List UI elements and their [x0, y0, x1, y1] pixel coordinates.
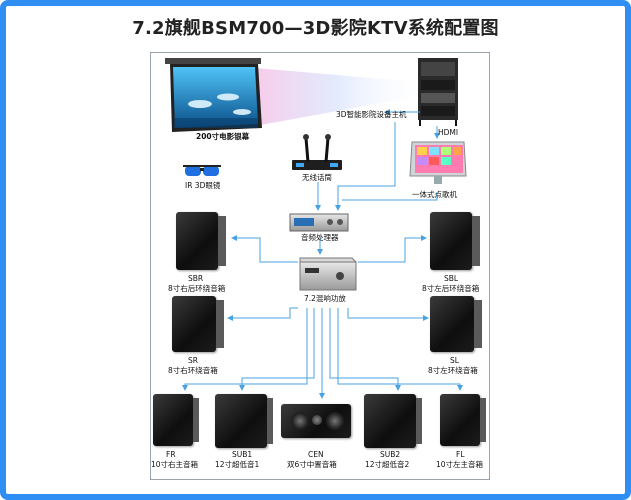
- speaker-fl-side: [480, 398, 486, 442]
- speaker-fr-desc: 10寸右主音箱: [151, 460, 199, 469]
- speaker-sub1-side: [267, 398, 273, 444]
- speaker-sub1-code: SUB1: [232, 450, 253, 459]
- cen-tweeter: [312, 415, 322, 425]
- speaker-sbr-side: [218, 216, 226, 266]
- speaker-sr-code: SR: [188, 356, 198, 365]
- karaoke-screen: [409, 141, 467, 184]
- cen-woofer-right: [326, 412, 344, 430]
- speaker-cen-desc: 双6寸中置音箱: [287, 460, 337, 469]
- glasses-label: IR 3D眼镜: [185, 181, 221, 190]
- speaker-sl-side: [474, 300, 482, 348]
- speaker-fl-drawing: [440, 394, 480, 446]
- host-label: 3D智能影院设备主机: [336, 110, 407, 119]
- amplifier: [299, 257, 357, 291]
- speaker-fr-side: [193, 398, 199, 442]
- speaker-sl-drawing: [430, 296, 474, 352]
- mic-label: 无线话筒: [302, 173, 332, 182]
- amp-label: 7.2混响功放: [304, 294, 346, 303]
- speaker-sbr-drawing: [176, 212, 218, 270]
- audio-processor: [289, 213, 349, 232]
- speaker-fl-desc: 10寸左主音箱: [436, 460, 484, 469]
- speaker-sr-side: [216, 300, 224, 348]
- speaker-fl-code: FL: [456, 450, 465, 459]
- speaker-sub2-side: [416, 398, 422, 444]
- speaker-sub1-drawing: [215, 394, 267, 448]
- karaoke-label: 一体式点歌机: [412, 190, 457, 199]
- speaker-sl-code: SL: [450, 356, 459, 365]
- speaker-sbl-side: [472, 216, 480, 266]
- speaker-sl-desc: 8寸左环绕音箱: [428, 366, 478, 375]
- glasses-drawing: [183, 165, 221, 176]
- connectors: [182, 109, 463, 399]
- speaker-fr-code: FR: [166, 450, 176, 459]
- speaker-sr-drawing: [172, 296, 216, 352]
- projection-screen: [165, 58, 262, 132]
- speaker-sbl-desc: 8寸左后环绕音箱: [422, 284, 480, 293]
- speaker-sub2-code: SUB2: [380, 450, 401, 459]
- speaker-sub2-desc: 12寸超低音2: [365, 460, 410, 469]
- screen-label: 200寸电影银幕: [196, 132, 250, 141]
- speaker-sbr-code: SBR: [188, 274, 204, 283]
- speaker-sbr-desc: 8寸右后环绕音箱: [168, 284, 226, 293]
- projector-beam: [255, 68, 420, 126]
- speaker-fr-drawing: [153, 394, 193, 446]
- cen-woofer-left: [291, 412, 309, 430]
- speaker-sub1-desc: 12寸超低音1: [215, 460, 260, 469]
- speaker-sbl-code: SBL: [444, 274, 459, 283]
- page-title: 7.2旗舰BSM700—3D影院KTV系统配置图: [132, 18, 499, 39]
- speaker-cen-code: CEN: [308, 450, 324, 459]
- speaker-sr-desc: 8寸右环绕音箱: [168, 366, 218, 375]
- speaker-sbl-drawing: [430, 212, 472, 270]
- equipment-rack: [418, 58, 458, 126]
- processor-label: 音频处理器: [301, 233, 339, 242]
- wireless-mic-set: [292, 134, 342, 170]
- hdmi-label: HDMI: [438, 128, 459, 137]
- speaker-sub2-drawing: [364, 394, 416, 448]
